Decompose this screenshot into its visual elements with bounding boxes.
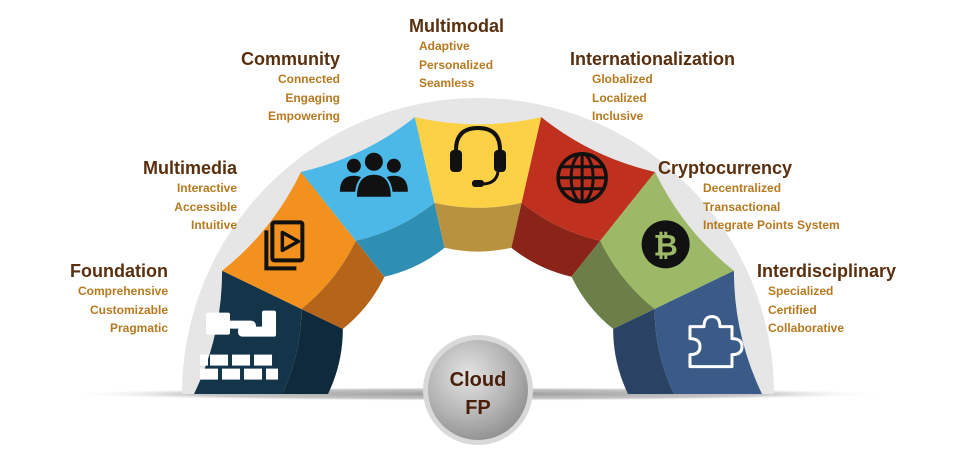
segment-cryptocurrency-inner xyxy=(571,240,655,329)
label-item: Seamless xyxy=(419,76,475,90)
hand-on-bricks-icon xyxy=(200,310,279,380)
segment-multimedia-inner xyxy=(301,240,385,329)
bitcoin-icon: ₿ xyxy=(641,220,690,269)
label-item: Globalized xyxy=(592,72,653,86)
label-item: Decentralized xyxy=(703,181,782,195)
puzzle-piece-icon xyxy=(688,315,744,369)
label-item: Engaging xyxy=(285,90,340,105)
label-item: Collaborative xyxy=(768,321,845,335)
label-item: Customizable xyxy=(89,302,168,317)
label-title: Internationalization xyxy=(570,49,736,69)
svg-text:₿: ₿ xyxy=(653,228,677,263)
headset-icon xyxy=(450,125,506,187)
label-item: Integrate Points System xyxy=(703,218,840,232)
label-title: Multimodal xyxy=(409,16,504,36)
globe-icon xyxy=(556,152,608,204)
label-internationalization: Internationalization Globalized Localize… xyxy=(570,48,735,126)
video-play-icon xyxy=(264,220,305,271)
center-hub: Cloud FP xyxy=(423,335,533,445)
label-item: Comprehensive xyxy=(77,284,168,298)
hub-line-2: FP xyxy=(465,397,491,419)
segment-multimodal-inner xyxy=(434,202,522,252)
label-item: Personalized xyxy=(419,57,494,72)
segment-interdisciplinary xyxy=(654,270,762,394)
label-title: Foundation xyxy=(70,261,168,281)
people-group-icon xyxy=(339,150,408,199)
label-cryptocurrency: Cryptocurrency Decentralized Transaction… xyxy=(658,157,840,235)
label-item: Empowering xyxy=(267,109,340,123)
segment-icons: ₿ xyxy=(200,125,744,380)
label-interdisciplinary: Interdisciplinary Specialized Certified … xyxy=(757,260,896,338)
segment-community-inner xyxy=(355,202,445,277)
label-item: Certified xyxy=(768,302,817,317)
segment-foundation-inner xyxy=(282,308,343,394)
label-item: Pragmatic xyxy=(109,321,168,335)
label-item: Transactional xyxy=(703,199,781,214)
label-item: Adaptive xyxy=(419,39,470,53)
label-item: Accessible xyxy=(174,199,237,214)
hub-line-1: Cloud xyxy=(450,369,507,391)
label-multimedia: Multimedia Interactive Accessible Intuit… xyxy=(143,157,237,235)
segment-multimedia xyxy=(222,171,356,309)
segment-interdisciplinary-inner xyxy=(613,308,674,394)
label-item: Interactive xyxy=(176,181,237,195)
label-item: Intuitive xyxy=(190,218,237,232)
label-community: Community Connected Engaging Empowering xyxy=(241,48,340,126)
label-item: Localized xyxy=(592,90,647,105)
label-item: Specialized xyxy=(768,284,834,298)
label-item: Inclusive xyxy=(592,109,644,123)
label-title: Community xyxy=(241,49,340,69)
label-title: Multimedia xyxy=(142,158,237,178)
segment-internationalization-inner xyxy=(511,202,601,277)
label-multimodal: Multimodal Adaptive Personalized Seamles… xyxy=(409,15,504,93)
arc-segments xyxy=(194,117,762,394)
label-foundation: Foundation Comprehensive Customizable Pr… xyxy=(70,260,168,338)
label-item: Connected xyxy=(277,72,340,86)
label-title: Interdisciplinary xyxy=(757,261,897,281)
segment-multimodal xyxy=(414,117,542,208)
label-title: Cryptocurrency xyxy=(658,158,793,178)
